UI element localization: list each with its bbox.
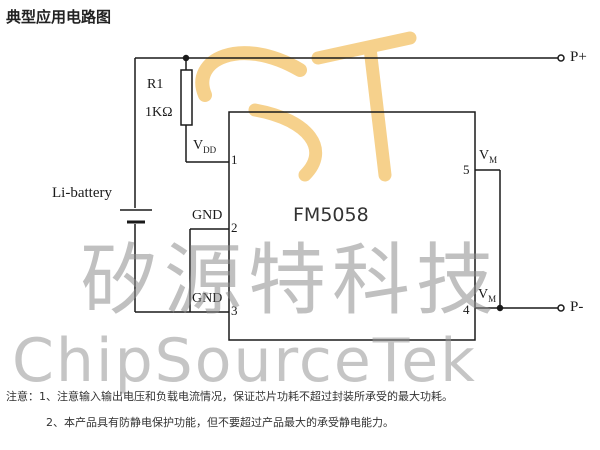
watermark-english: ChipSourceTek xyxy=(12,326,477,396)
note-line-1: 注意：1、注意输入输出电压和负载电流情况，保证芯片功耗不超过封装所承受的最大功耗… xyxy=(6,390,453,403)
resistor-ref-label: R1 xyxy=(147,77,164,92)
pin-4-number: 4 xyxy=(463,302,470,317)
terminal-positive-label: P+ xyxy=(570,49,587,65)
pin-vm4-main: V xyxy=(478,287,489,302)
resistor-body xyxy=(180,69,193,126)
watermark-chinese: 矽源特科技 xyxy=(80,236,501,326)
pin-vdd-sub: DD xyxy=(203,144,217,155)
logo-arc-top xyxy=(195,46,307,102)
diagram-title: 典型应用电路图 xyxy=(6,8,112,26)
terminal-negative-label: P- xyxy=(570,299,584,315)
junction-dot-negative xyxy=(496,304,504,312)
pin-vm5-sub: M xyxy=(489,154,498,165)
chip-body xyxy=(228,111,476,341)
pin-1-number: 1 xyxy=(231,152,238,167)
pin-vm5-main: V xyxy=(479,148,490,163)
pin-gnd3-label: GND xyxy=(192,291,223,306)
pin-gnd2-label: GND xyxy=(192,208,223,223)
battery-label: Li-battery xyxy=(52,185,112,201)
pin-vm4-sub: M xyxy=(488,293,497,304)
pin-vm4-label: VM xyxy=(478,288,496,304)
chip-name: FM5058 xyxy=(293,204,369,226)
terminal-negative-circle xyxy=(557,304,565,312)
pin-5-number: 5 xyxy=(463,162,470,177)
pin-vdd-main: V xyxy=(193,138,204,153)
pin-vm5-label: VM xyxy=(479,149,497,165)
logo-arc-s xyxy=(248,103,322,182)
pin-3-number: 3 xyxy=(231,303,238,318)
pin-2-number: 2 xyxy=(231,220,238,235)
resistor-value-label: 1KΩ xyxy=(145,105,173,120)
note-line-2: 2、本产品具有防静电保护功能，但不要超过产品最大的承受静电能力。 xyxy=(46,416,394,429)
pin-vdd-label: VDD xyxy=(193,139,216,155)
terminal-positive-circle xyxy=(557,54,565,62)
